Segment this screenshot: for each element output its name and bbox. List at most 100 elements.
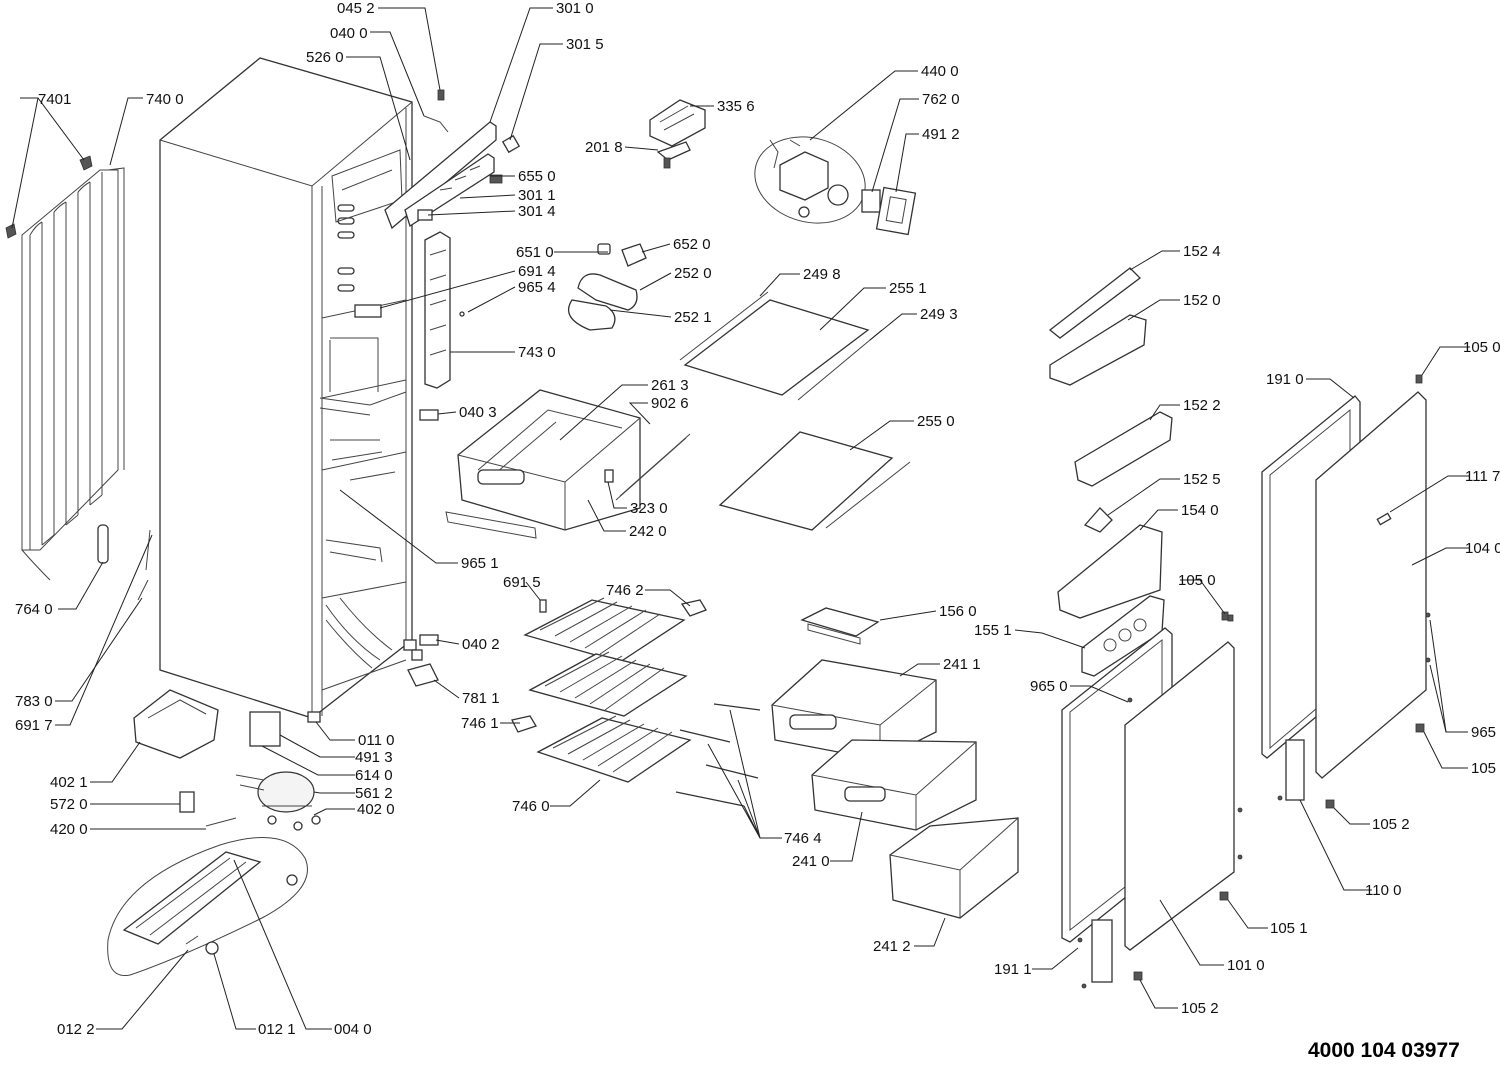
part-label: 156 0 (939, 603, 977, 620)
part-label: 781 1 (462, 690, 500, 707)
part-label: 746 1 (461, 715, 499, 732)
part-label: 301 0 (556, 0, 594, 17)
part-label: 652 0 (673, 236, 711, 253)
part-label: 012 1 (258, 1021, 296, 1038)
fridge-door (1261, 374, 1427, 801)
leader-lines (11, 7, 1470, 1030)
part-label: 526 0 (306, 49, 344, 66)
document-number: 4000 104 03977 (1308, 1039, 1460, 1062)
compressor-group (133, 689, 321, 831)
part-labels: 045 2 040 0 526 0 301 0 301 5 7401 740 0… (15, 0, 1500, 1038)
part-label: 965 1 (461, 555, 499, 572)
part-label: 762 0 (922, 91, 960, 108)
part-label: 323 0 (630, 500, 668, 517)
lamp-assembly (459, 243, 647, 331)
part-label: 152 2 (1183, 397, 1221, 414)
part-label: 040 3 (459, 404, 497, 421)
part-label: 746 2 (606, 582, 644, 599)
part-label: 764 0 (15, 601, 53, 618)
part-label: 252 1 (674, 309, 712, 326)
part-label: 335 6 (717, 98, 755, 115)
part-label: 743 0 (518, 344, 556, 361)
part-label: 614 0 (355, 767, 393, 784)
part-label: 154 0 (1181, 502, 1219, 519)
part-label: 255 0 (917, 413, 955, 430)
control-strip (384, 121, 521, 230)
wire-rails (675, 703, 761, 807)
part-label: 004 0 (334, 1021, 372, 1038)
part-label: 105 0 (1463, 339, 1500, 356)
part-label: 110 0 (1365, 882, 1401, 899)
thermostat-assembly (649, 99, 706, 169)
part-label: 7401 (38, 91, 71, 108)
part-label: 242 0 (629, 523, 667, 540)
part-label: 249 8 (803, 266, 841, 283)
part-label: 241 1 (943, 656, 981, 673)
freezer-door (1061, 611, 1235, 983)
part-label: 691 4 (518, 263, 556, 280)
part-label: 101 0 (1227, 957, 1265, 974)
part-label: 491 3 (355, 749, 393, 766)
crisper-drawer (445, 389, 691, 539)
part-label: 252 0 (674, 265, 712, 282)
part-label: 045 2 (337, 0, 375, 17)
part-label: 152 0 (1183, 292, 1221, 309)
part-label: 402 0 (357, 801, 395, 818)
part-label: 651 0 (516, 244, 554, 261)
part-label: 241 0 (792, 853, 830, 870)
part-label: 420 0 (50, 821, 88, 838)
drier-tube (97, 524, 151, 601)
part-label: 105 2 (1372, 816, 1410, 833)
door-rail (424, 231, 451, 389)
part-label: 155 1 (974, 622, 1012, 639)
part-label: 746 4 (784, 830, 822, 847)
part-label: 191 1 (994, 961, 1032, 978)
part-label: 105 0 (1178, 572, 1216, 589)
part-label: 301 5 (566, 36, 604, 53)
part-label: 561 2 (355, 785, 393, 802)
cabinet-body (159, 57, 423, 723)
part-label: 191 0 (1266, 371, 1304, 388)
hardware-small-parts (407, 89, 1431, 989)
part-label: 261 3 (651, 377, 689, 394)
part-label: 691 7 (15, 717, 53, 734)
part-label: 152 4 (1183, 243, 1221, 260)
wire-shelves (511, 597, 707, 783)
glass-shelf-lower (718, 431, 911, 531)
part-label: 012 2 (57, 1021, 95, 1038)
part-label: 902 6 (651, 395, 689, 412)
part-label: 301 1 (518, 187, 556, 204)
door-balconies (1048, 267, 1173, 677)
part-label: 249 3 (920, 306, 958, 323)
part-label: 965 2 (1471, 724, 1500, 741)
ice-tray (800, 607, 880, 645)
part-label: 011 0 (358, 732, 394, 749)
part-label: 201 8 (585, 139, 623, 156)
part-label: 040 2 (462, 636, 500, 653)
part-label: 111 7 (1465, 468, 1500, 485)
part-label: 691 5 (503, 574, 541, 591)
glass-shelf-top (679, 291, 883, 401)
part-label: 783 0 (15, 693, 53, 710)
base-plate (107, 836, 308, 977)
part-label: 152 5 (1183, 471, 1221, 488)
part-label: 491 2 (922, 126, 960, 143)
part-label: 402 1 (50, 774, 88, 791)
part-label: 965 0 (1030, 678, 1068, 695)
part-label: 740 0 (146, 91, 184, 108)
part-label: 105 1 (1270, 920, 1308, 937)
condenser-coil (5, 155, 125, 581)
part-label: 255 1 (889, 280, 927, 297)
part-label: 241 2 (873, 938, 911, 955)
part-label: 572 0 (50, 796, 88, 813)
part-label: 301 4 (518, 203, 556, 220)
part-label: 105 1 (1471, 760, 1500, 777)
part-label: 105 2 (1181, 1000, 1219, 1017)
part-label: 104 0 (1465, 540, 1500, 557)
part-label: 746 0 (512, 798, 550, 815)
part-label: 440 0 (921, 63, 959, 80)
part-label: 040 0 (330, 25, 368, 42)
fan-group (754, 136, 917, 236)
part-label: 965 4 (518, 279, 556, 296)
